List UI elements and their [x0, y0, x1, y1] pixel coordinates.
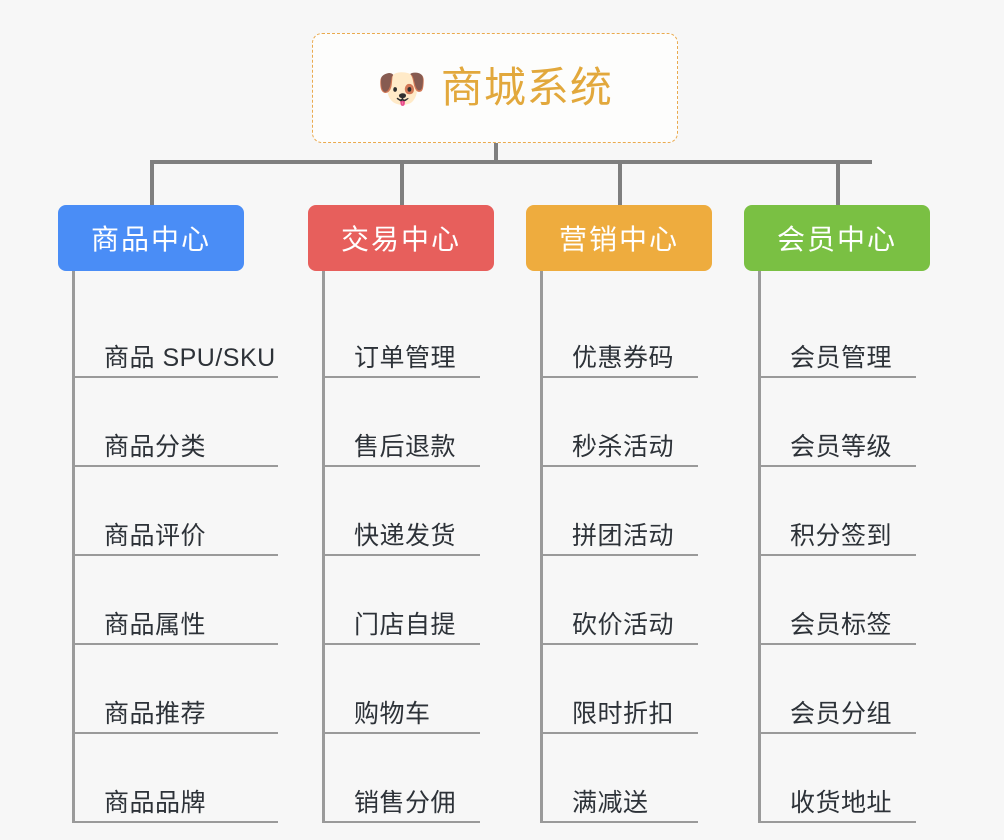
leaf-label: 砍价活动: [572, 610, 675, 639]
list-item[interactable]: 商品属性: [72, 556, 278, 645]
leaf-label: 会员管理: [790, 343, 893, 372]
category-label: 交易中心: [340, 224, 461, 255]
connector-drop-marketing-center: [618, 160, 622, 205]
root-node-mall-system[interactable]: 🐶 商城系统: [312, 33, 678, 143]
category-label: 营销中心: [558, 224, 679, 255]
branch-spine: [72, 271, 75, 823]
leaf-label: 销售分佣: [354, 788, 457, 817]
leaf-label: 商品评价: [104, 521, 207, 550]
list-item[interactable]: 售后退款: [322, 378, 480, 467]
connector-drop-product-center: [150, 160, 154, 205]
connector-root-stem: [494, 143, 498, 163]
leaf-list-member-center: 会员管理 会员等级 积分签到 会员标签 会员分组 收货地址: [744, 271, 934, 823]
branch-spine: [540, 271, 543, 823]
branch-spine: [758, 271, 761, 823]
list-item[interactable]: 会员标签: [758, 556, 916, 645]
category-header-marketing-center[interactable]: 营销中心: [526, 205, 712, 271]
category-label: 会员中心: [776, 224, 897, 255]
list-item[interactable]: 销售分佣: [322, 734, 480, 823]
leaf-label: 售后退款: [354, 432, 457, 461]
leaf-label: 商品属性: [104, 610, 207, 639]
list-item[interactable]: 满减送: [540, 734, 698, 823]
list-item[interactable]: 砍价活动: [540, 556, 698, 645]
list-item[interactable]: 订单管理: [322, 289, 480, 378]
leaf-label: 会员分组: [790, 699, 893, 728]
connector-horizontal-bus: [150, 160, 872, 164]
root-title: 商城系统: [440, 64, 613, 111]
leaf-label: 积分签到: [790, 521, 893, 550]
list-item[interactable]: 快递发货: [322, 467, 480, 556]
category-header-trade-center[interactable]: 交易中心: [308, 205, 494, 271]
leaf-label: 秒杀活动: [572, 432, 675, 461]
list-item[interactable]: 商品评价: [72, 467, 278, 556]
leaf-label: 会员标签: [790, 610, 893, 639]
list-item[interactable]: 会员管理: [758, 289, 916, 378]
list-item[interactable]: 商品推荐: [72, 645, 278, 734]
list-item[interactable]: 商品品牌: [72, 734, 278, 823]
leaf-label: 会员等级: [790, 432, 893, 461]
leaf-list-marketing-center: 优惠券码 秒杀活动 拼团活动 砍价活动 限时折扣 满减送: [526, 271, 716, 823]
category-header-member-center[interactable]: 会员中心: [744, 205, 930, 271]
leaf-label: 商品品牌: [104, 788, 207, 817]
leaf-label: 优惠券码: [572, 343, 675, 372]
branch-spine: [322, 271, 325, 823]
leaf-label: 拼团活动: [572, 521, 675, 550]
list-item[interactable]: 优惠券码: [540, 289, 698, 378]
connector-drop-trade-center: [400, 160, 404, 205]
branch-marketing-center: 营销中心 优惠券码 秒杀活动 拼团活动 砍价活动 限时折扣 满减送: [526, 205, 716, 823]
category-header-product-center[interactable]: 商品中心: [58, 205, 244, 271]
leaf-label: 限时折扣: [572, 699, 675, 728]
leaf-label: 快递发货: [354, 521, 457, 550]
list-item[interactable]: 购物车: [322, 645, 480, 734]
leaf-label: 商品推荐: [104, 699, 207, 728]
category-label: 商品中心: [90, 224, 211, 255]
leaf-label: 订单管理: [354, 343, 457, 372]
branch-trade-center: 交易中心 订单管理 售后退款 快递发货 门店自提 购物车 销售分佣: [308, 205, 498, 823]
leaf-label: 收货地址: [790, 788, 893, 817]
leaf-list-product-center: 商品 SPU/SKU 商品分类 商品评价 商品属性 商品推荐 商品品牌: [58, 271, 278, 823]
leaf-label: 商品 SPU/SKU: [104, 343, 276, 372]
dog-face-icon: 🐶: [377, 67, 427, 111]
leaf-label: 门店自提: [354, 610, 457, 639]
list-item[interactable]: 限时折扣: [540, 645, 698, 734]
branch-member-center: 会员中心 会员管理 会员等级 积分签到 会员标签 会员分组 收货地址: [744, 205, 934, 823]
branch-product-center: 商品中心 商品 SPU/SKU 商品分类 商品评价 商品属性 商品推荐 商品品牌: [58, 205, 278, 823]
leaf-list-trade-center: 订单管理 售后退款 快递发货 门店自提 购物车 销售分佣: [308, 271, 498, 823]
leaf-label: 满减送: [572, 788, 649, 817]
list-item[interactable]: 商品 SPU/SKU: [72, 289, 278, 378]
list-item[interactable]: 商品分类: [72, 378, 278, 467]
list-item[interactable]: 秒杀活动: [540, 378, 698, 467]
leaf-label: 商品分类: [104, 432, 207, 461]
list-item[interactable]: 拼团活动: [540, 467, 698, 556]
list-item[interactable]: 会员分组: [758, 645, 916, 734]
list-item[interactable]: 收货地址: [758, 734, 916, 823]
list-item[interactable]: 会员等级: [758, 378, 916, 467]
list-item[interactable]: 门店自提: [322, 556, 480, 645]
list-item[interactable]: 积分签到: [758, 467, 916, 556]
leaf-label: 购物车: [354, 699, 431, 728]
connector-drop-member-center: [836, 160, 840, 205]
